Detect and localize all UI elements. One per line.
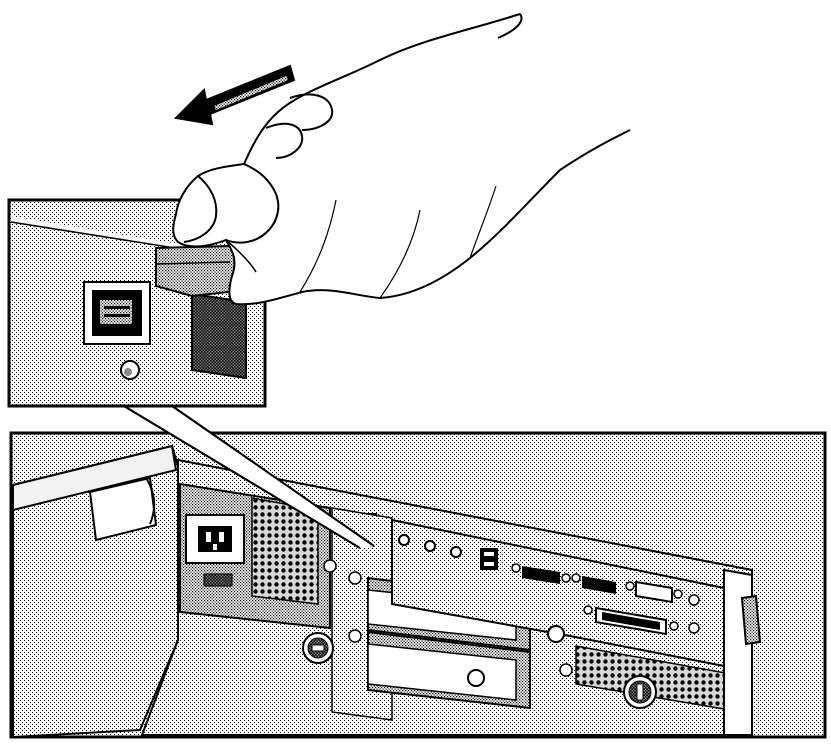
cable-plug-body	[191, 292, 247, 380]
audio-jack	[398, 534, 410, 546]
right-latch	[740, 594, 762, 646]
side-latch	[88, 476, 158, 542]
pull-direction-arrow-icon	[173, 64, 296, 126]
network-port-icon	[83, 281, 151, 345]
system-unit-rear-view	[9, 431, 827, 739]
chassis-top-edge	[12, 444, 178, 512]
callout-lines	[123, 405, 375, 549]
audio-jack	[450, 546, 462, 558]
audio-jack	[424, 540, 436, 552]
hand-gripping-cable-icon	[172, 13, 631, 306]
parallel-port	[583, 605, 679, 636]
chassis-right-edge	[723, 568, 753, 736]
usb-ports	[480, 548, 498, 570]
serial-port	[511, 563, 571, 584]
video-port	[571, 573, 616, 594]
vga-port	[625, 580, 683, 604]
voltage-label	[203, 573, 233, 587]
